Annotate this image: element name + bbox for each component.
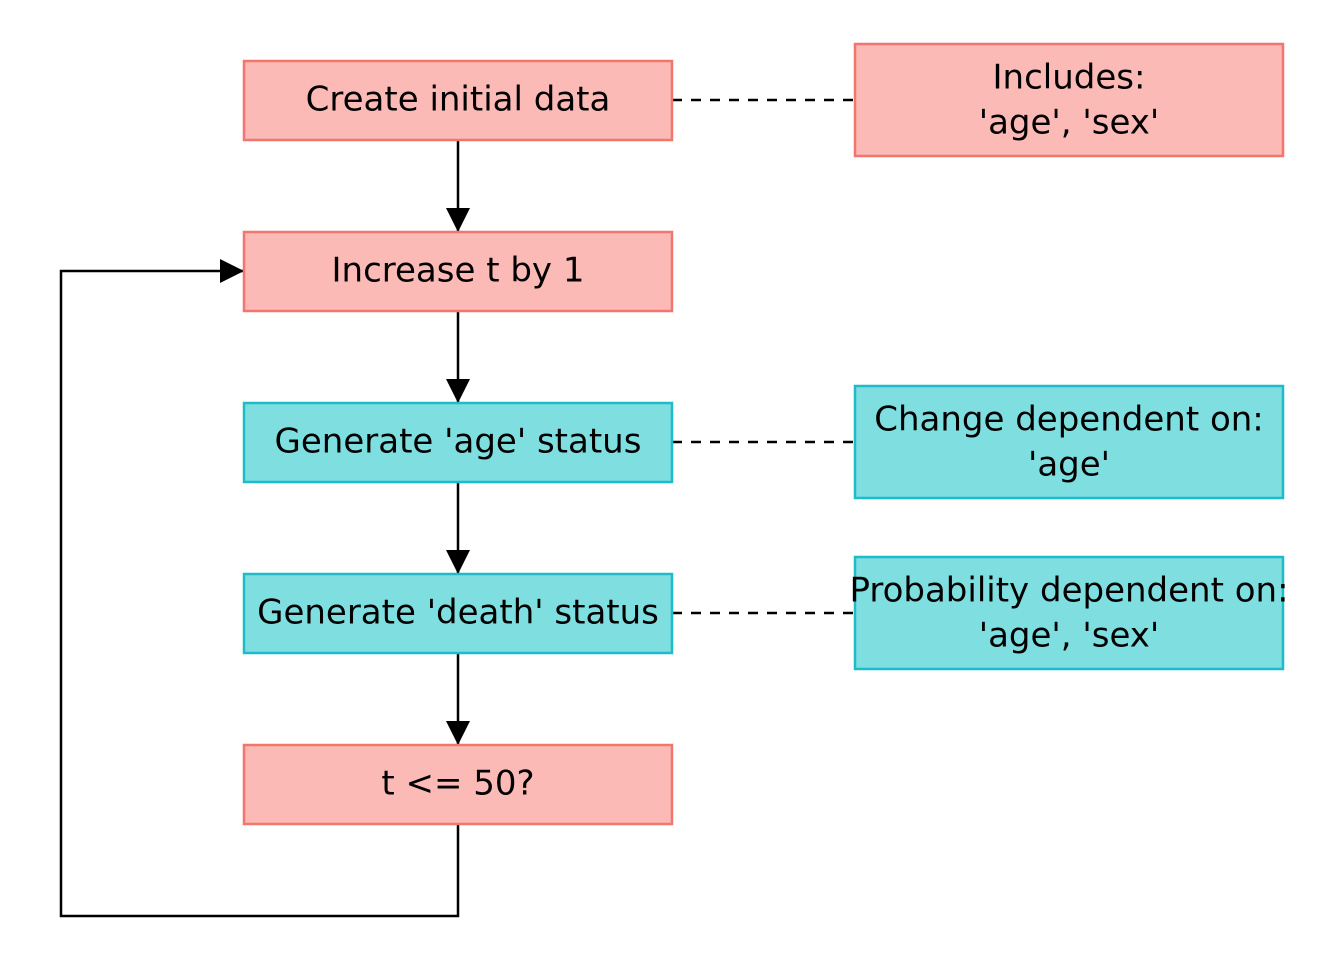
note-probability-dependent: Probability dependent on: 'age', 'sex' <box>849 555 1289 671</box>
node-label: Generate 'death' status <box>257 593 659 633</box>
node-generate-age-status: Generate 'age' status <box>242 401 674 484</box>
note-box <box>853 384 1285 500</box>
connectors <box>59 98 855 918</box>
note-includes: Includes: 'age', 'sex' <box>853 42 1285 158</box>
node-box <box>242 401 674 484</box>
loop-arrow-check-to-increase <box>59 259 460 918</box>
node-increase-t: Increase t by 1 <box>242 230 674 313</box>
note-box <box>853 42 1285 158</box>
node-label: t <= 50? <box>381 764 534 804</box>
node-label: Generate 'age' status <box>275 422 642 462</box>
node-box <box>242 230 674 313</box>
note-line-1: Change dependent on: <box>874 400 1264 440</box>
node-box <box>242 59 674 142</box>
node-label: Increase t by 1 <box>332 251 585 291</box>
node-create-initial-data: Create initial data <box>242 59 674 142</box>
node-box <box>242 743 674 826</box>
node-generate-death-status: Generate 'death' status <box>242 572 674 655</box>
note-line-2: 'age' <box>1028 445 1110 485</box>
node-box <box>242 572 674 655</box>
note-change-dependent: Change dependent on: 'age' <box>853 384 1285 500</box>
note-line-1: Includes: <box>993 58 1146 98</box>
note-line-2: 'age', 'sex' <box>979 616 1160 656</box>
note-line-1: Probability dependent on: <box>849 571 1288 611</box>
node-check-t: t <= 50? <box>242 743 674 826</box>
node-label: Create initial data <box>306 80 611 120</box>
note-line-2: 'age', 'sex' <box>979 103 1160 143</box>
note-box <box>853 555 1285 671</box>
